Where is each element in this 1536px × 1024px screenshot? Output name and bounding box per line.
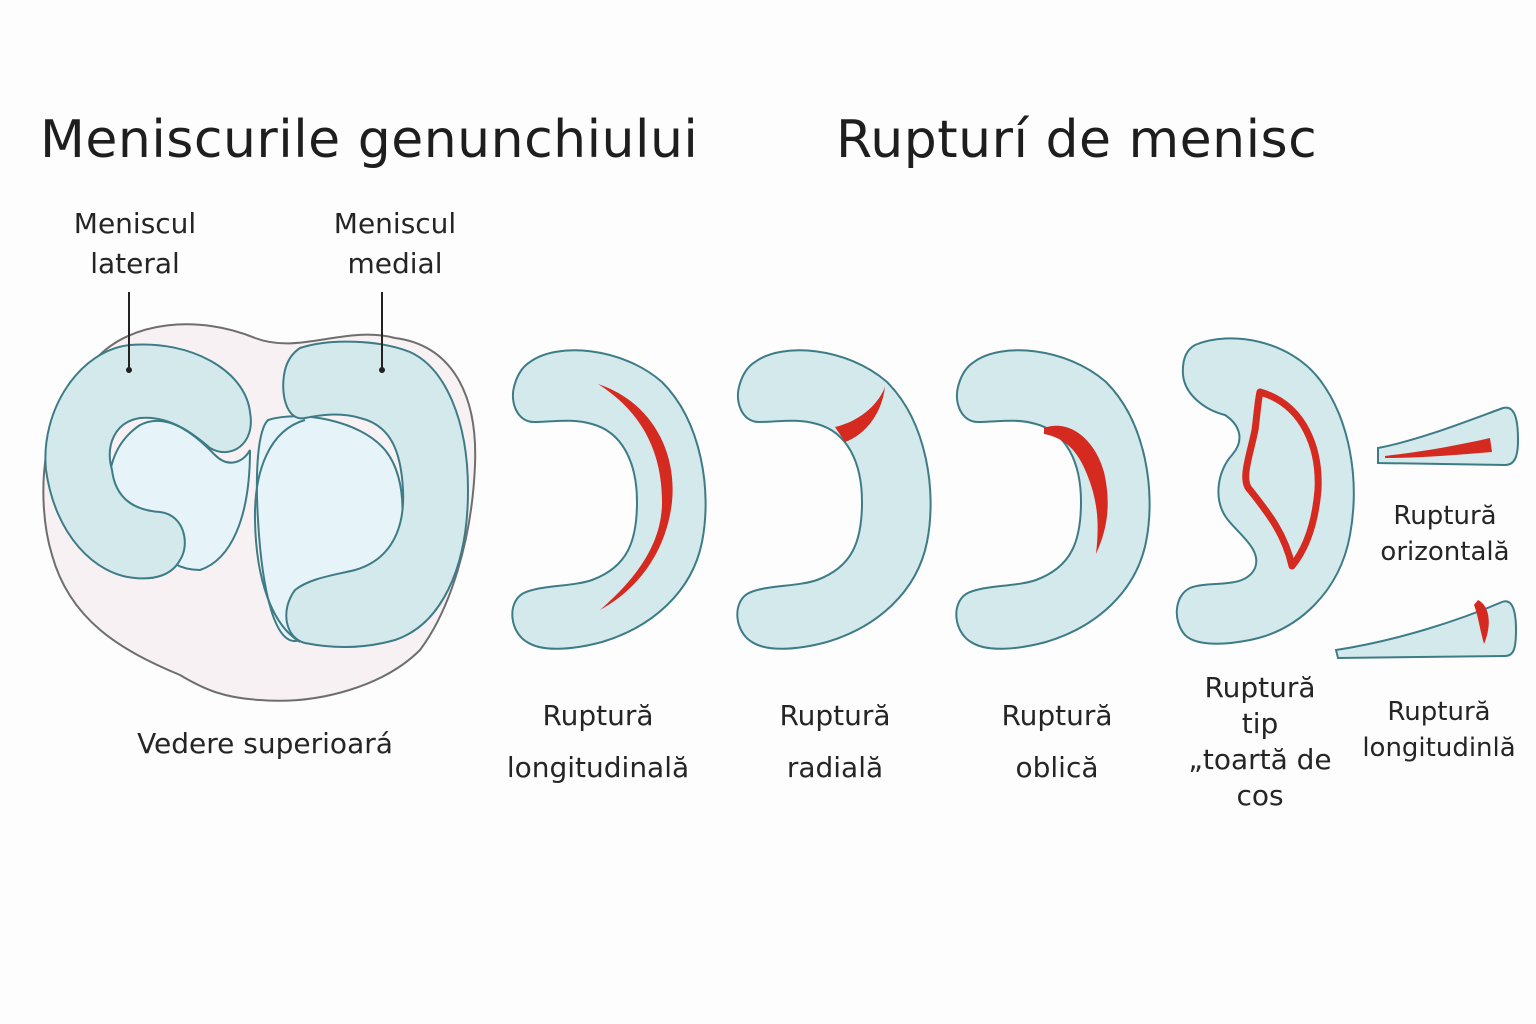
tear-bucket-handle-mark (1242, 388, 1322, 570)
lateral-meniscus (44, 343, 252, 580)
tear-oblique-mark (1044, 425, 1108, 554)
lateral-leader-dot (126, 367, 132, 373)
tear-longitudinal-mark (598, 384, 673, 610)
medial-leader-dot (379, 367, 385, 373)
tear-longitudinal-side-mark (1474, 600, 1489, 644)
tear-horizontal-mark (1385, 438, 1492, 458)
title-anatomy: Meniscurile genunchiului (40, 110, 699, 170)
medial-meniscus (282, 340, 470, 649)
label-top-view: Vedere superioará (137, 727, 393, 760)
tear-radial-shape (736, 349, 932, 650)
medial-inner-edge (253, 419, 306, 643)
tear-radial-mark (835, 387, 885, 442)
tear-horizontal-shape (1377, 406, 1520, 467)
tear-bucket-handle-shape (1175, 337, 1355, 645)
tear-longitudinal-side-shape (1334, 600, 1518, 660)
tear-oblique-shape (955, 349, 1151, 650)
title-tears: Rupturí de menisc (836, 110, 1318, 170)
tear-longitudinal-shape (511, 349, 707, 650)
